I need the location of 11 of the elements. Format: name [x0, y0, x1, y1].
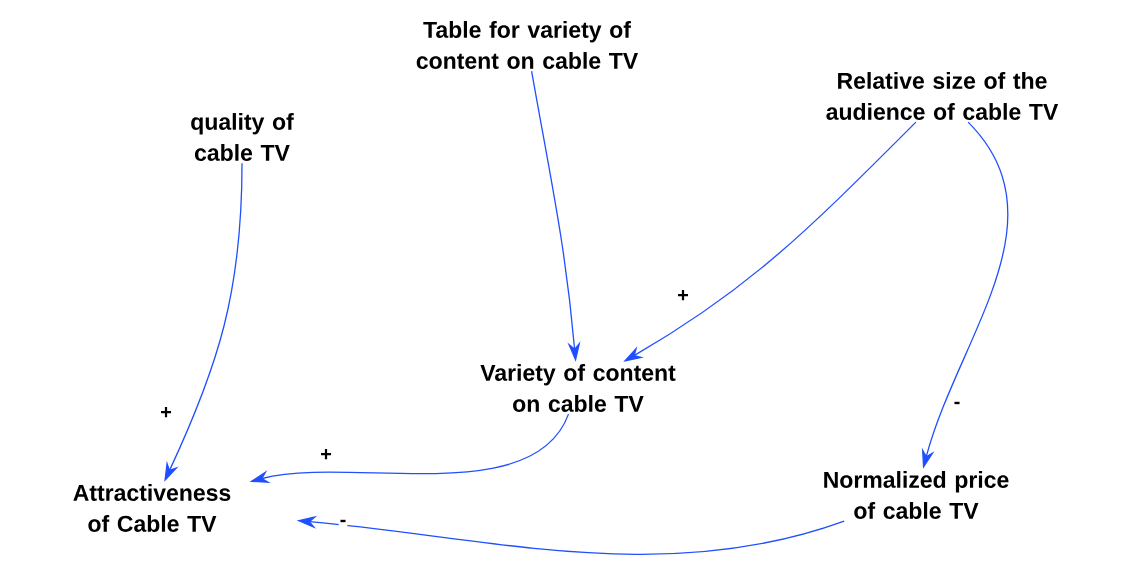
variable-label: Normalized price of cable TV: [824, 471, 1009, 519]
variable-label: Table for variety of content on cable TV: [416, 21, 638, 69]
polarity-sign: +: [319, 448, 333, 462]
polarity-sign: -: [952, 400, 962, 410]
variable-label: Attractiveness of Cable TV: [73, 484, 231, 532]
polarity-sign: +: [159, 406, 173, 420]
polarity-sign: -: [338, 518, 348, 528]
polarity-sign: +: [676, 289, 690, 303]
variable-label: Relative size of the audience of cable TV: [826, 72, 1059, 120]
variable-label: Variety of content on cable TV: [480, 364, 676, 412]
variable-label: quality of cable TV: [191, 113, 294, 161]
